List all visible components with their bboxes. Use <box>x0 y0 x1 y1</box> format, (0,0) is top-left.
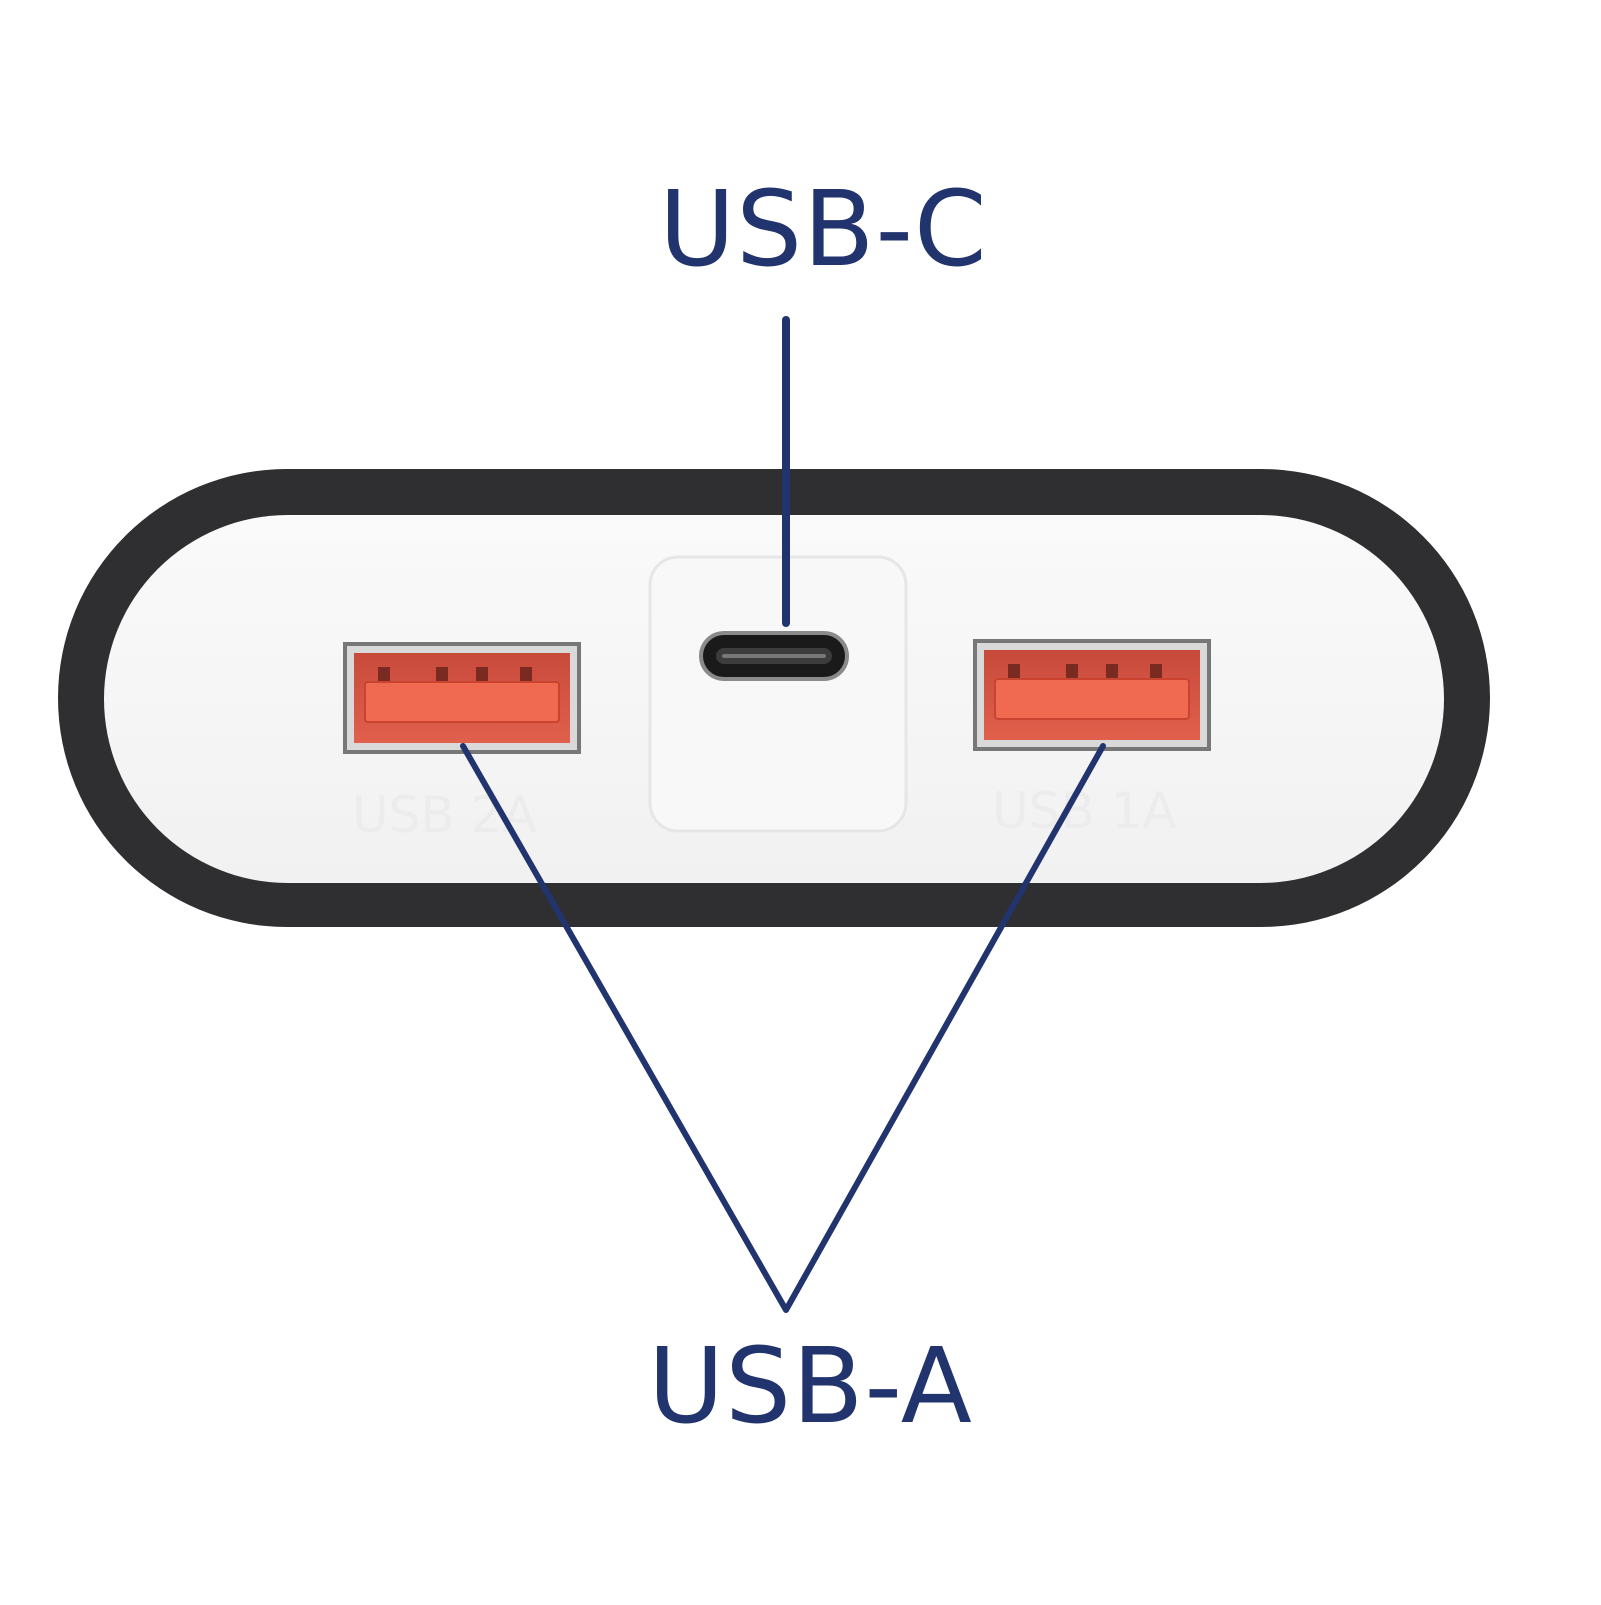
usb-c-label: USB-C <box>659 168 988 290</box>
usb-c-port[interactable] <box>699 631 849 681</box>
usb-a-port-right[interactable] <box>973 639 1211 751</box>
usb-a-left-embossed-text: USB 2A <box>352 786 537 844</box>
usb-a-label: USB-A <box>648 1325 973 1447</box>
usb-a-port-left[interactable] <box>343 642 581 754</box>
usb-a-callout-lines <box>460 743 1106 1313</box>
usb-a-right-embossed-text: USB 1A <box>992 782 1177 840</box>
usb-c-recess <box>648 555 908 833</box>
